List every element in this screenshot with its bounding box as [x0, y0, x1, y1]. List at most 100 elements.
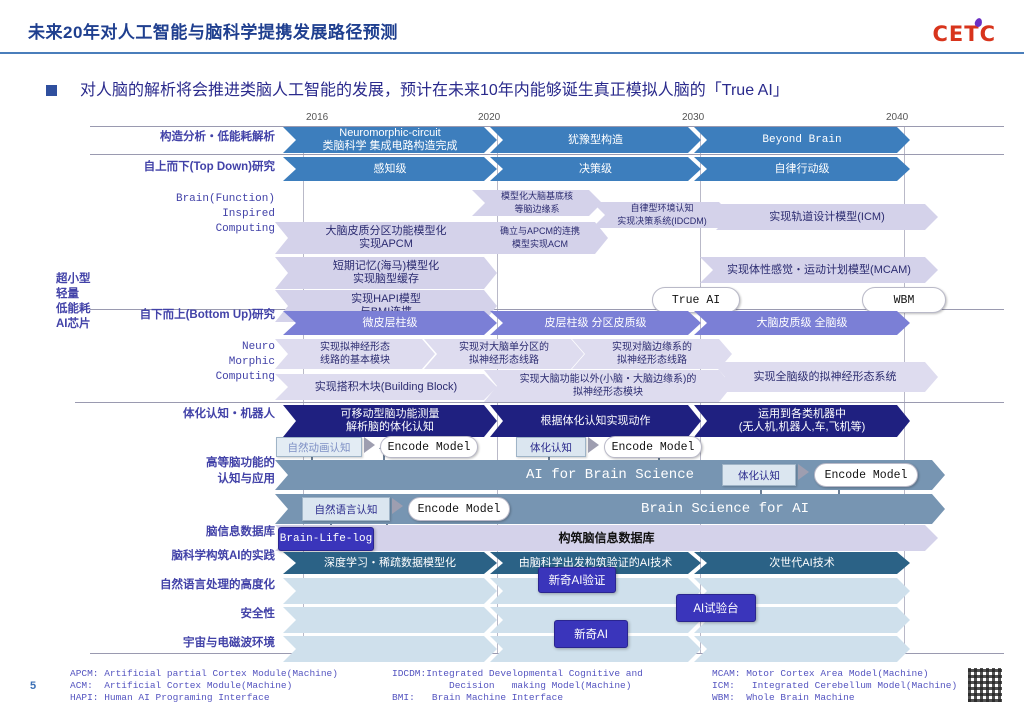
bar-label: 实现搭积木块(Building Block) [314, 380, 458, 393]
arrow-triangle-1-icon [364, 437, 375, 453]
bar-topdown-2016[interactable]: 感知级 [283, 157, 497, 181]
bar-single-area-circuit[interactable]: 实现对大脑单分区的 拟神经形态线路 [424, 339, 584, 369]
bar-label: 自律行动级 [774, 162, 830, 175]
encode-label: Encode Model [417, 502, 501, 516]
badge-novel-ai-validation[interactable]: 新奇AI验证 [538, 567, 616, 593]
bar-label: 实现拟神经形态 线路的基本模块 [320, 342, 390, 366]
row-label-top-down: 自上而下(Top Down)研究 [143, 161, 275, 173]
badge-novel-ai[interactable]: 新奇AI [554, 620, 628, 648]
bar-label: 由脑科学出发构筑验证的AI技术 [518, 556, 673, 569]
header-divider [0, 52, 1024, 54]
encode-label: Encode Model [611, 440, 695, 454]
bar-embodied-2030[interactable]: 运用到各类机器中 (无人机,机器人,车,飞机等) [694, 405, 910, 437]
legend-column-2: IDCDM:Integrated Developmental Cognitive… [392, 668, 643, 703]
milestone-true-ai[interactable]: True AI [652, 287, 740, 313]
box-embodied-cognition-2[interactable]: 体化认知 [722, 464, 796, 486]
badge-ai-testbed[interactable]: AI试验台 [676, 594, 756, 622]
bar-structural-2030[interactable]: Beyond Brain [694, 127, 910, 153]
year-label-2016: 2016 [306, 112, 329, 123]
box-natural-language-cognition[interactable]: 自然语言认知 [302, 497, 390, 521]
encode-label: Encode Model [824, 468, 908, 482]
bar-label: 根据体化认知实现动作 [540, 414, 651, 427]
bar-autonomous-env-cognition[interactable]: 自律型环境认知 实现决策系统(IDCDM) [592, 202, 732, 228]
badge-label: AI试验台 [693, 603, 739, 615]
milestone-wbm[interactable]: WBM [862, 287, 946, 313]
bar-label: AI for Brain Science [525, 466, 695, 483]
bar-label: 实现全脑级的拟神经形态系统 [753, 370, 897, 383]
bar-label: 模型化大脑基底核 等脑边缘系 [500, 191, 573, 214]
bar-security-2016[interactable] [283, 607, 497, 633]
bar-label: 微皮层柱级 [362, 316, 418, 329]
cetc-logo: CETC [932, 17, 997, 46]
bar-bottomup-2016[interactable]: 微皮层柱级 [283, 311, 497, 335]
bar-label: 实现轨道设计模型(ICM) [769, 210, 885, 223]
bar-label: 短期记忆(海马)模型化 实现脑型缓存 [332, 260, 440, 285]
bar-ai-practice-2016[interactable]: 深度学习・稀疏数据模型化 [283, 552, 497, 574]
badge-label: 新奇AI [574, 629, 608, 641]
bar-label: Beyond Brain [762, 133, 842, 146]
encode-model-4[interactable]: Encode Model [408, 497, 510, 521]
year-label-2040: 2040 [886, 112, 909, 123]
badge-label: Brain-Life-log [279, 533, 373, 545]
section-rule-top [90, 126, 1004, 127]
bar-basal-ganglia-model[interactable]: 模型化大脑基底核 等脑边缘系 [472, 190, 602, 216]
bar-structural-2020[interactable]: 犹豫型构造 [490, 127, 701, 153]
section-rule-2 [90, 309, 1004, 310]
bar-icm-trajectory-model[interactable]: 实现轨道设计模型(ICM) [716, 204, 938, 230]
box-embodied-cognition-1[interactable]: 体化认知 [516, 437, 586, 457]
bar-label: 大脑皮质分区功能模型化 实现APCM [325, 225, 447, 250]
bar-label: 决策级 [579, 162, 612, 175]
bar-structural-2016[interactable]: Neuromorphic-circuit 类脑科学 集成电路构造完成 [283, 127, 497, 153]
bar-label: Neuromorphic-circuit 类脑科学 集成电路构造完成 [322, 127, 458, 152]
bar-space-em-2030[interactable] [694, 636, 910, 662]
bar-whole-brain-neuromorphic[interactable]: 实现全脑级的拟神经形态系统 [712, 362, 938, 392]
bar-label: 次世代AI技术 [769, 556, 835, 569]
page-title: 未来20年对人工智能与脑科学提携发展路径预测 [28, 23, 398, 42]
section-rule-1 [90, 154, 1004, 155]
bar-label: 实现对脑边缘系的 拟神经形态线路 [612, 342, 692, 366]
box-natural-animation-cognition[interactable]: 自然动画认知 [276, 437, 362, 457]
encode-model-3[interactable]: Encode Model [814, 463, 918, 487]
bar-limbic-circuit[interactable]: 实现对脑边缘系的 拟神经形态线路 [572, 339, 732, 369]
bullet-marker-icon [46, 85, 57, 96]
bar-apcm-linkage-acm[interactable]: 确立与APCM的连携 模型实现ACM [472, 222, 608, 254]
row-label-brain-info-db: 脑信息数据库 [206, 526, 275, 538]
bar-embodied-2016[interactable]: 可移动型脑功能测量 解析脑的体化认知 [283, 405, 497, 437]
roadmap-chart: 2016 2020 2030 2040 构造分析・低能耗解析 自上而下(Top … [0, 112, 1024, 657]
bar-mcam-somatic-motor[interactable]: 实现体性感觉・运动计划模型(MCAM) [700, 257, 938, 283]
badge-brain-life-log[interactable]: Brain-Life-log [278, 527, 374, 551]
logo-text: CETC [932, 22, 996, 46]
badge-label: 新奇AI验证 [548, 575, 606, 587]
bar-bottomup-2030[interactable]: 大脑皮质级 全脑级 [694, 311, 910, 335]
encode-model-2[interactable]: Encode Model [604, 436, 702, 458]
row-label-space-em: 宇宙与电磁波环境 [183, 637, 275, 649]
bar-topdown-2030[interactable]: 自律行动级 [694, 157, 910, 181]
bar-building-block[interactable]: 实现搭积木块(Building Block) [275, 374, 497, 400]
bar-label: 皮层柱级 分区皮质级 [544, 316, 647, 329]
bar-topdown-2020[interactable]: 决策级 [490, 157, 701, 181]
bar-label: 犹豫型构造 [568, 133, 623, 146]
bar-brain-info-database[interactable]: 构筑脑信息数据库 [275, 525, 938, 551]
bar-label: 构筑脑信息数据库 [558, 530, 655, 545]
legend-column-3: MCAM: Motor Cortex Area Model(Machine) I… [712, 668, 958, 703]
bar-neuromorphic-basic-module[interactable]: 实现拟神经形态 线路的基本模块 [275, 339, 435, 369]
bar-non-cortex-module[interactable]: 实现大脑功能以外(小脑・大脑边缘系)的 拟神经形态模块 [484, 370, 732, 402]
bar-ai-practice-2030[interactable]: 次世代AI技术 [694, 552, 910, 574]
bar-nlp-2016[interactable] [283, 578, 497, 604]
bar-short-term-memory[interactable]: 短期记忆(海马)模型化 实现脑型缓存 [275, 257, 497, 289]
bar-label: 运用到各类机器中 (无人机,机器人,车,飞机等) [738, 408, 866, 433]
box-label: 体化认知 [530, 441, 572, 454]
bar-bottomup-2020[interactable]: 皮层柱级 分区皮质级 [490, 311, 701, 335]
bar-label: 实现体性感觉・运动计划模型(MCAM) [727, 263, 911, 276]
bar-cortex-area-apcm[interactable]: 大脑皮质分区功能模型化 实现APCM [275, 222, 497, 254]
box-label: 自然动画认知 [287, 441, 351, 454]
milestone-label: WBM [893, 293, 915, 307]
arrow-triangle-3-icon [798, 464, 809, 480]
encode-model-1[interactable]: Encode Model [380, 436, 478, 458]
arrow-triangle-2-icon [588, 437, 599, 453]
bar-embodied-2020[interactable]: 根据体化认知实现动作 [490, 405, 701, 437]
bar-space-em-2016[interactable] [283, 636, 497, 662]
row-label-embodied-cognition: 体化认知・机器人 [183, 408, 275, 420]
